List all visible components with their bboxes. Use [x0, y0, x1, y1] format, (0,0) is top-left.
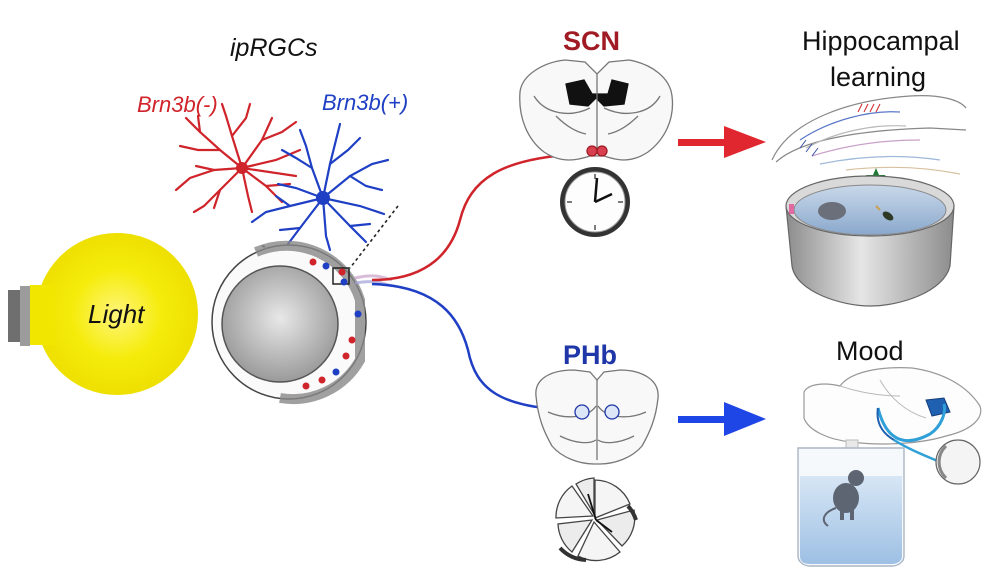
eye-retina-icon	[211, 240, 367, 405]
swimming-mouse-icon	[822, 470, 864, 527]
water-maze-pool-icon	[785, 175, 955, 307]
phb-to-mood-arrow	[678, 402, 766, 436]
hippocampal-label: Hippocampal	[802, 26, 960, 56]
phb-brain-section-icon	[535, 369, 659, 465]
brn3b-positive-neuron-icon	[250, 122, 390, 252]
scn-to-hippocampus-arrow	[678, 126, 766, 158]
scn-label: SCN	[563, 26, 621, 56]
mood-eye-icon	[935, 439, 981, 485]
phb-label: PHb	[563, 340, 617, 370]
mood-brain-icon	[803, 367, 982, 464]
light-label: Light	[88, 299, 145, 329]
intact-clock-icon	[560, 167, 630, 237]
swimming-mouse-icon	[875, 205, 894, 221]
learning-label: learning	[830, 62, 927, 92]
broken-clock-icon	[555, 477, 638, 562]
brn3b-positive-label: Brn3b(+)	[322, 90, 409, 115]
light-bulb-icon	[8, 233, 198, 395]
iprgcs-label: ipRGCs	[230, 34, 318, 62]
hippocampus-icon	[771, 95, 967, 175]
scn-brain-section-icon	[519, 59, 674, 161]
forced-swim-beaker-icon	[797, 439, 905, 567]
brn3b-negative-neuron-icon	[174, 102, 302, 214]
brn3b-negative-label: Brn3b(-)	[137, 92, 218, 117]
blue-pathway-arrow	[371, 282, 570, 415]
red-pathway-arrow	[371, 149, 584, 282]
mood-label: Mood	[836, 336, 904, 366]
